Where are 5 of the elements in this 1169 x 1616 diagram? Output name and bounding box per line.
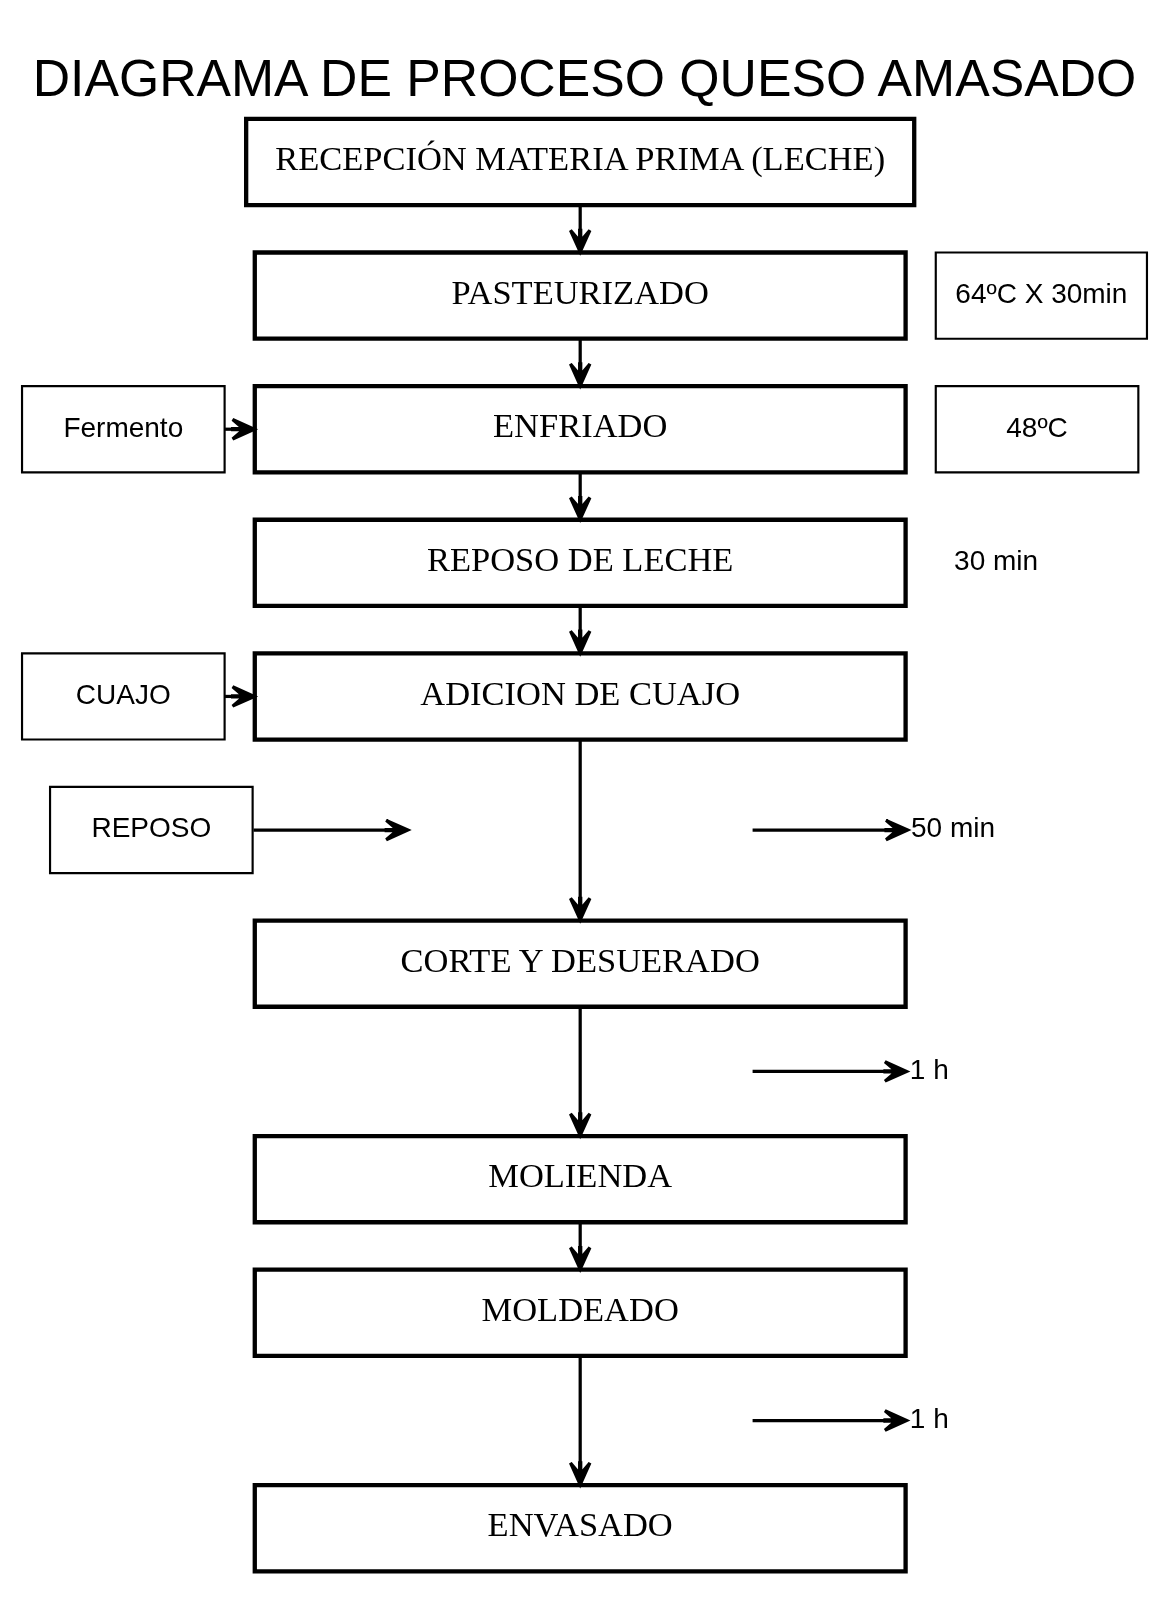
node-text: 1 h: [909, 1402, 949, 1434]
node-text: 1 h: [909, 1053, 949, 1085]
node-label: 30 min: [954, 544, 1039, 576]
diagram-title: DIAGRAMA DE PROCESO QUESO AMASADO: [32, 48, 1137, 107]
node-text: 50 min: [910, 811, 996, 843]
